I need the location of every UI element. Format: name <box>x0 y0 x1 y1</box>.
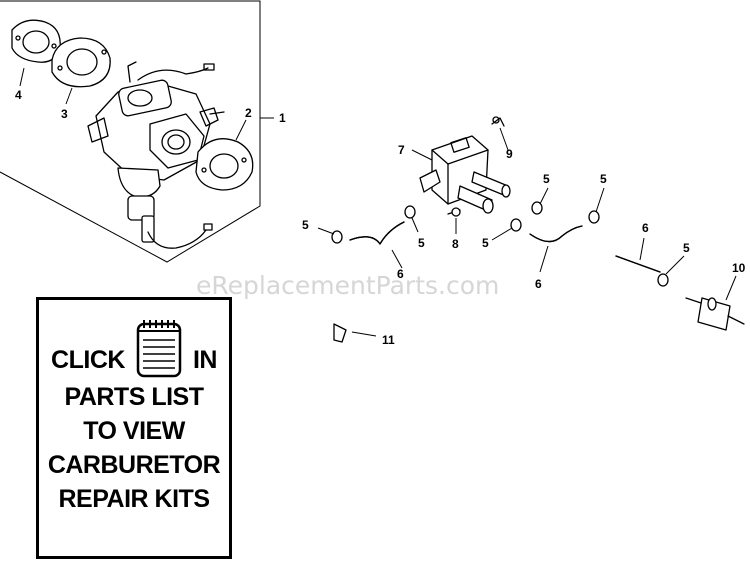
callout-5e: 5 <box>600 172 607 186</box>
callout-11: 11 <box>382 333 395 347</box>
callout-2: 2 <box>245 106 252 120</box>
carburetor-assembly-box <box>0 0 261 263</box>
callout-5b: 5 <box>418 236 425 250</box>
clamp-5-e[interactable] <box>588 210 600 224</box>
callout-3: 3 <box>61 107 68 121</box>
hose-6-straight[interactable] <box>615 255 661 273</box>
leader-lines <box>19 67 737 337</box>
hose-6-middle[interactable] <box>529 225 583 243</box>
clip-11[interactable] <box>333 323 347 343</box>
callout-4: 4 <box>15 88 22 102</box>
notice-line-5: REPAIR KITS <box>58 485 211 513</box>
callout-6c: 6 <box>642 221 649 235</box>
notice-line-4: CARBURETOR <box>47 451 221 479</box>
callout-9: 9 <box>506 147 513 161</box>
screw-8[interactable] <box>447 207 461 217</box>
fuel-filter-10[interactable] <box>685 297 745 331</box>
clamp-5-a[interactable] <box>331 230 343 244</box>
callout-8: 8 <box>452 237 459 251</box>
clamp-5-c[interactable] <box>510 218 522 232</box>
notice-line-3: TO VIEW <box>83 417 185 445</box>
screw-9[interactable] <box>491 116 505 127</box>
carburetor-kit-notice: CLICK IN <box>36 297 232 559</box>
notepad-icon[interactable] <box>133 318 185 380</box>
callout-6a: 6 <box>397 267 404 281</box>
clamp-5-b[interactable] <box>404 205 416 219</box>
callout-7: 7 <box>398 143 405 157</box>
watermark: eReplacementParts.com <box>196 271 499 300</box>
notice-in-label: IN <box>192 346 218 374</box>
gasket-3[interactable] <box>51 37 111 88</box>
callout-1: 1 <box>279 111 286 125</box>
fuel-pump-7[interactable] <box>419 135 511 214</box>
callout-5d: 5 <box>543 172 550 186</box>
callout-5a: 5 <box>302 218 309 232</box>
notice-text: CLICK IN <box>39 320 229 516</box>
notice-click-label: CLICK <box>51 346 125 374</box>
hose-6-left[interactable] <box>349 221 405 245</box>
notice-line-1: CLICK IN <box>39 320 229 380</box>
callout-5f: 5 <box>683 241 690 255</box>
gasket-2[interactable] <box>195 138 254 191</box>
callout-6b: 6 <box>535 277 542 291</box>
carburetor-1[interactable] <box>87 61 225 249</box>
clamp-5-f[interactable] <box>657 273 669 287</box>
clamp-5-d[interactable] <box>531 201 543 215</box>
notice-line-2: PARTS LIST <box>64 383 204 411</box>
callout-5c: 5 <box>482 236 489 250</box>
callout-10: 10 <box>732 261 746 275</box>
